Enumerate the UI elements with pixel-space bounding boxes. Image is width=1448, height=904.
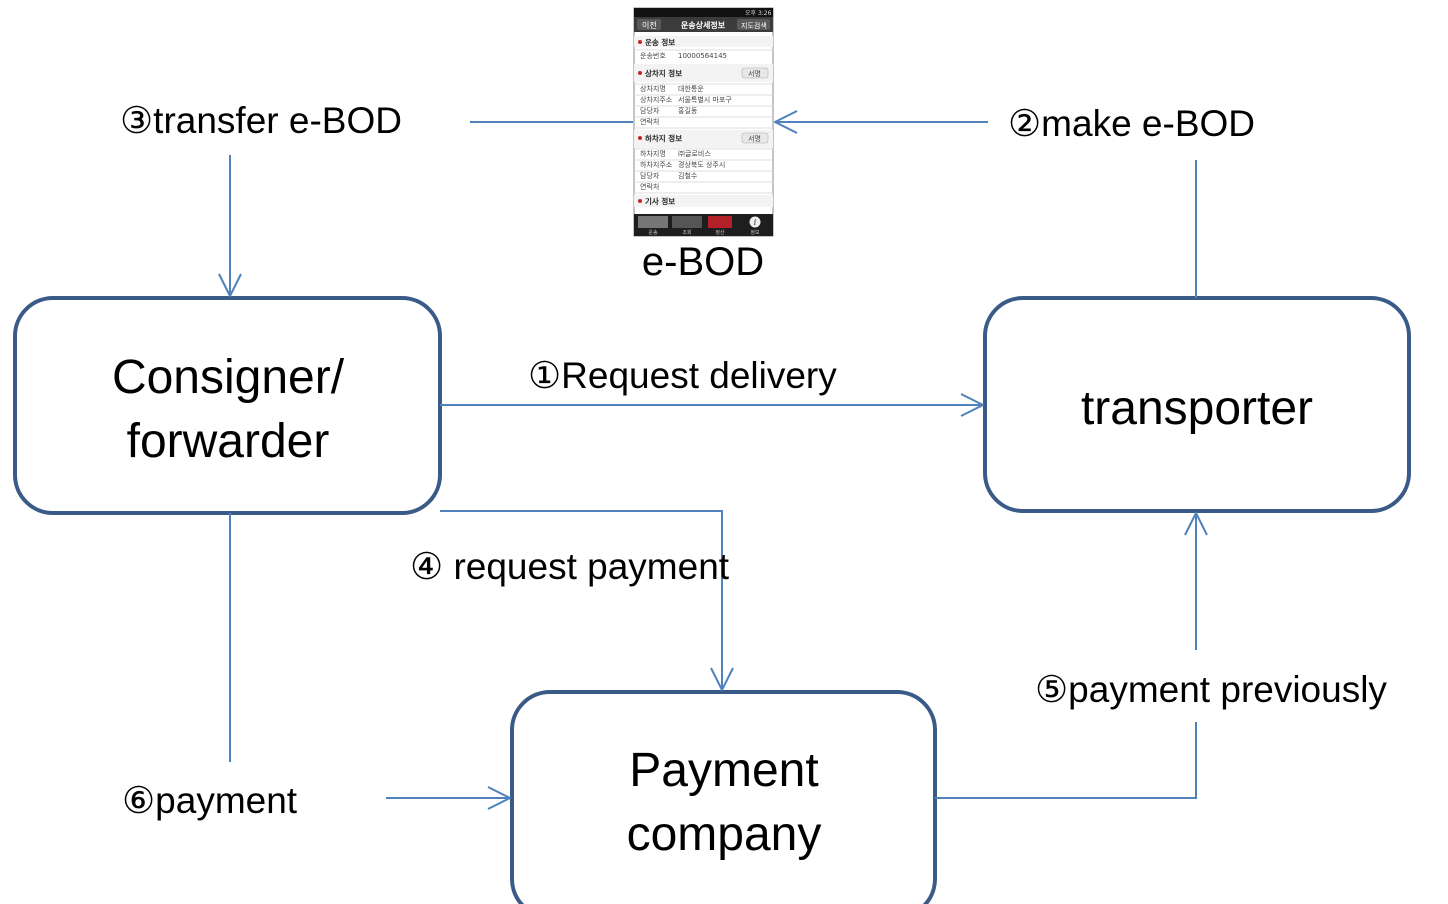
payment-company-label-line2: company [627, 808, 822, 861]
phone-row-label: 하차지명 [640, 149, 666, 158]
phone-status-time: 오후 3:26 [745, 9, 772, 17]
phone-row-value: 김철수 [678, 171, 698, 180]
payment-company-node: Payment company [510, 690, 937, 904]
request-delivery-label: ①Request delivery [528, 355, 837, 396]
phone-tab-label: 정보 [750, 229, 760, 236]
phone-row-label: 담당자 [640, 171, 660, 180]
payment-previously-label: ⑤payment previously [1035, 669, 1387, 710]
phone-row-value: ㈜글로비스 [678, 149, 711, 158]
phone-transport-no-label: 운송번호 [640, 51, 666, 60]
phone-section-loading: 상차지 정보 [645, 68, 682, 78]
request-payment-arrow [440, 510, 722, 690]
transporter-label: transporter [1081, 382, 1313, 435]
info-icon [749, 216, 761, 228]
phone-status-bar [634, 8, 773, 17]
phone-map-button: 지도검색 [741, 21, 767, 30]
transfer-ebod-label: ③transfer e-BOD [120, 100, 402, 141]
payment-label: ⑥payment [122, 780, 298, 821]
phone-section-transport: 운송 정보 [645, 37, 675, 47]
phone-tab-label: 정산 [715, 229, 725, 236]
consigner-label-line1: Consigner/ [112, 351, 345, 404]
phone-tab-label: 운송 [648, 229, 658, 236]
payment-previously-line [935, 722, 1197, 799]
consigner-node: Consigner/ forwarder [13, 296, 442, 515]
make-ebod-label: ②make e-BOD [1008, 103, 1255, 144]
svg-text:i: i [754, 218, 757, 227]
phone-tab-bar [634, 214, 773, 236]
phone-row-label: 상차지명 [640, 84, 666, 93]
request-payment-label: ④ request payment [410, 546, 730, 587]
phone-section-unloading: 하차지 정보 [645, 133, 682, 143]
phone-tab-label: 조회 [682, 229, 691, 236]
phone-row-value: 경상북도 상주시 [678, 160, 725, 169]
phone-unloading-rows: 하차지명 ㈜글로비스 하차지주소 경상북도 상주시 담당자 김철수 연락처 [634, 148, 773, 194]
phone-transport-no-value: 10000564145 [678, 52, 727, 60]
phone-sign-button-1: 서명 [748, 69, 761, 78]
phone-row-label: 연락처 [640, 117, 659, 126]
phone-row-value: 서울특별시 마포구 [678, 95, 732, 104]
phone-row-label: 담당자 [640, 106, 660, 115]
phone-loading-rows: 상차지명 대한통운 상차지주소 서울특별시 마포구 담당자 홍길동 연락처 [634, 83, 773, 129]
phone-section-driver: 기사 정보 [645, 196, 675, 206]
ebod-phone-screenshot: 오후 3:26 이전 운송상세정보 지도검색 운송 정보 운송번호 100005… [633, 7, 774, 237]
phone-back-button: 이전 [642, 20, 657, 30]
phone-row-label: 연락처 [640, 182, 659, 191]
phone-row-value: 대한통운 [678, 85, 704, 93]
phone-tab-icon-settle [708, 216, 732, 228]
phone-title: 운송상세정보 [681, 20, 726, 30]
transporter-node: transporter [983, 296, 1411, 513]
payment-company-label-line1: Payment [629, 744, 818, 797]
phone-row-label: 하차지주소 [640, 160, 673, 169]
phone-row-label: 상차지주소 [640, 95, 673, 104]
phone-tab-icon-search [672, 216, 702, 228]
ebod-caption: e-BOD [642, 240, 764, 284]
phone-tab-icon-transport [638, 216, 668, 228]
consigner-label-line2: forwarder [127, 415, 330, 468]
phone-row-value: 홍길동 [678, 106, 698, 115]
phone-sign-button-2: 서명 [748, 134, 761, 143]
